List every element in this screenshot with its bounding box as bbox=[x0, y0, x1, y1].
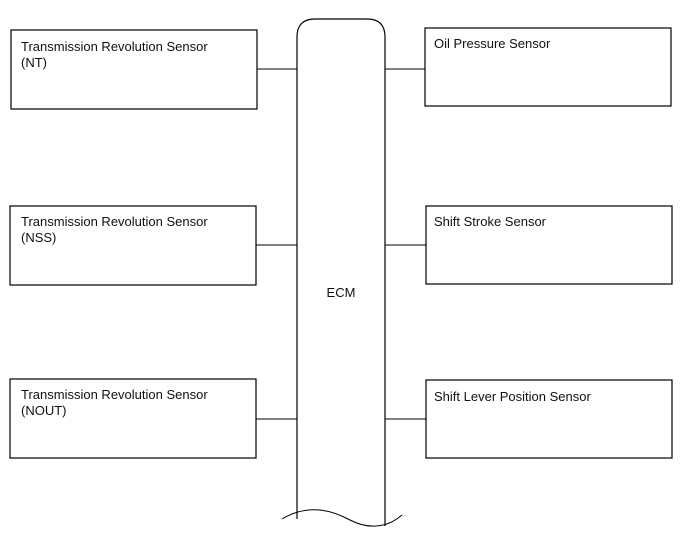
sensor-nt-label-line2: (NT) bbox=[21, 55, 47, 70]
sensor-nout-box bbox=[9, 378, 257, 459]
sensor-nss-label-line1: Transmission Revolution Sensor bbox=[21, 214, 208, 229]
shift-stroke-sensor: Shift Stroke Sensor bbox=[385, 205, 673, 285]
shift-lever-position-sensor: Shift Lever Position Sensor bbox=[385, 379, 673, 459]
shift-lever-position-sensor-label: Shift Lever Position Sensor bbox=[434, 389, 591, 404]
shift-stroke-sensor-box bbox=[425, 205, 673, 285]
sensor-nt: Transmission Revolution Sensor (NT) bbox=[10, 29, 297, 110]
sensor-nout: Transmission Revolution Sensor (NOUT) bbox=[9, 378, 297, 459]
sensor-nout-label-line2: (NOUT) bbox=[21, 403, 67, 418]
sensor-nss-label-line2: (NSS) bbox=[21, 230, 56, 245]
shift-stroke-sensor-label: Shift Stroke Sensor bbox=[434, 214, 547, 229]
ecm-label: ECM bbox=[327, 285, 356, 300]
oil-pressure-sensor-box bbox=[424, 27, 672, 107]
ecm-break-mark bbox=[281, 509, 403, 527]
sensor-nss: Transmission Revolution Sensor (NSS) bbox=[9, 205, 297, 286]
oil-pressure-sensor: Oil Pressure Sensor bbox=[385, 27, 672, 107]
sensor-nt-box bbox=[10, 29, 258, 110]
shift-lever-position-sensor-box bbox=[425, 379, 673, 459]
oil-pressure-sensor-label: Oil Pressure Sensor bbox=[434, 36, 551, 51]
sensor-nss-box bbox=[9, 205, 257, 286]
sensor-nout-label-line1: Transmission Revolution Sensor bbox=[21, 387, 208, 402]
ecm-body bbox=[296, 18, 386, 526]
sensor-nt-label-line1: Transmission Revolution Sensor bbox=[21, 39, 208, 54]
ecm-unit: ECM bbox=[281, 18, 403, 527]
